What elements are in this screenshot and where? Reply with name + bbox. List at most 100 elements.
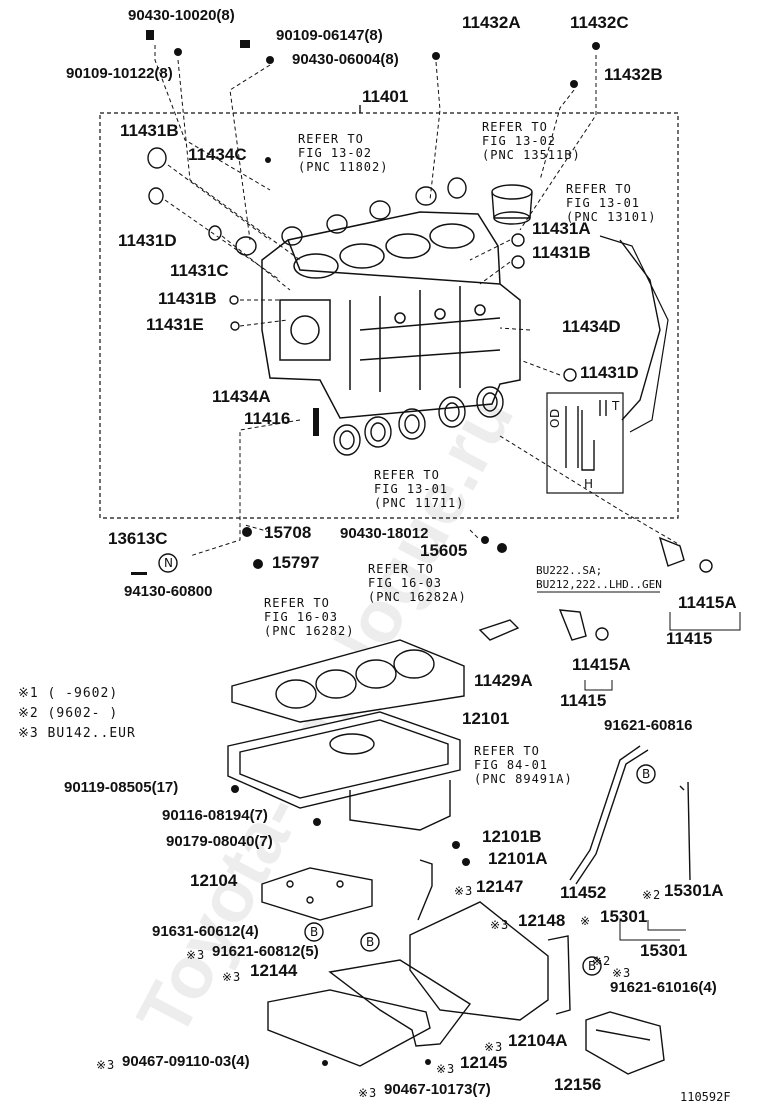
small-fasteners-drawing bbox=[131, 408, 507, 1066]
oil-strainer-drawing bbox=[585, 1011, 665, 1075]
part-label[interactable]: 11431B bbox=[532, 243, 591, 262]
part-label[interactable]: 90430-18012 bbox=[340, 525, 429, 542]
part-label[interactable]: 12101B bbox=[482, 827, 542, 846]
piston-drawing bbox=[491, 184, 533, 225]
part-label[interactable]: 15605 bbox=[420, 541, 468, 560]
part-label[interactable]: 11432B bbox=[604, 65, 663, 84]
part-label[interactable]: 94130-60800 bbox=[124, 583, 213, 600]
oil-jet-drawing bbox=[478, 536, 713, 641]
part-label[interactable]: 11431C bbox=[170, 261, 229, 280]
marker-b: B bbox=[642, 767, 651, 781]
marker-b: B bbox=[588, 959, 597, 973]
part-label[interactable]: 11415 bbox=[560, 691, 607, 710]
part-label[interactable]: 12156 bbox=[554, 1075, 602, 1094]
part-label[interactable]: 15708 bbox=[264, 523, 312, 542]
part-label[interactable]: 11429A bbox=[474, 671, 533, 690]
refer-line: REFER TO bbox=[368, 562, 434, 576]
part-label[interactable]: 90109-06147(8) bbox=[276, 27, 383, 44]
part-label[interactable]: 11416 bbox=[244, 409, 291, 428]
part-label[interactable]: 90467-10173(7) bbox=[384, 1081, 491, 1098]
top-bolts-drawing bbox=[146, 30, 600, 163]
refer-line: (PNC 13511B) bbox=[482, 148, 581, 162]
part-label[interactable]: 12145 bbox=[460, 1053, 508, 1072]
part-label[interactable]: 11434D bbox=[562, 317, 621, 336]
part-label[interactable]: 11431D bbox=[580, 363, 639, 382]
refer-note-2: REFER TO FIG 13-02 (PNC 13511B) bbox=[482, 120, 581, 162]
inset-h-label: H bbox=[584, 477, 594, 491]
footnote: ※1 ( -9602) bbox=[18, 686, 119, 701]
refer-line: FIG 16-03 bbox=[368, 576, 443, 590]
part-label[interactable]: 11431B bbox=[120, 121, 179, 140]
part-label[interactable]: 12148 bbox=[518, 911, 566, 930]
bracket-lines bbox=[537, 591, 741, 941]
plugs-drawing bbox=[147, 147, 577, 382]
bearing-detail-inset bbox=[546, 235, 669, 494]
part-label[interactable]: 15301A bbox=[664, 881, 724, 900]
part-label[interactable]: 11434C bbox=[188, 145, 247, 164]
part-label[interactable]: 11415A bbox=[572, 655, 631, 674]
marker-b: B bbox=[366, 935, 375, 949]
part-label[interactable]: 91621-60812(5) bbox=[212, 943, 319, 960]
refer-line: FIG 13-02 bbox=[298, 146, 373, 160]
part-label[interactable]: 12101A bbox=[488, 849, 548, 868]
part-label[interactable]: 91621-61016(4) bbox=[610, 979, 717, 996]
oil-pan-gasket-drawing bbox=[231, 639, 465, 723]
note-mark: ※3 bbox=[454, 884, 474, 898]
refer-note-5: REFER TO FIG 16-03 (PNC 16282A) bbox=[368, 562, 467, 604]
refer-line: REFER TO bbox=[298, 132, 364, 146]
inset-t-label: T bbox=[612, 399, 620, 413]
part-label[interactable]: 11434A bbox=[212, 387, 271, 406]
part-label[interactable]: 90430-10020(8) bbox=[128, 7, 235, 24]
part-label[interactable]: 11452 bbox=[560, 883, 607, 902]
part-label[interactable]: 12104A bbox=[508, 1031, 568, 1050]
refer-line: FIG 13-01 bbox=[566, 196, 641, 210]
note-mark: ※3 bbox=[96, 1058, 116, 1072]
refer-note-3: REFER TO FIG 13-01 (PNC 13101) bbox=[566, 182, 656, 224]
main-bearings-drawing bbox=[333, 386, 504, 456]
part-label[interactable]: 91631-60612(4) bbox=[152, 923, 259, 940]
footnote: ※2 (9602- ) bbox=[18, 706, 119, 721]
part-label[interactable]: 11401 bbox=[362, 87, 409, 106]
note-mark: ※3 bbox=[436, 1062, 456, 1076]
part-label[interactable]: 13613C bbox=[108, 529, 168, 548]
part-label[interactable]: 11415 bbox=[666, 629, 713, 648]
part-label[interactable]: 11431A bbox=[532, 219, 591, 238]
refer-note-7: REFER TO FIG 84-01 (PNC 89491A) bbox=[474, 744, 573, 786]
part-label[interactable]: 90116-08194(7) bbox=[162, 807, 268, 824]
part-label[interactable]: 11432A bbox=[462, 13, 521, 32]
part-label[interactable]: 15301 bbox=[600, 907, 648, 926]
part-label[interactable]: 90179-08040(7) bbox=[166, 833, 273, 850]
note-mark: ※3 bbox=[222, 970, 242, 984]
part-label[interactable]: 11431E bbox=[146, 315, 204, 334]
block-assembly-frame bbox=[99, 112, 679, 519]
part-label[interactable]: 12144 bbox=[250, 961, 298, 980]
part-label[interactable]: 11432C bbox=[570, 13, 629, 32]
inset-od-label: OD bbox=[548, 408, 562, 428]
note-mark: ※3 bbox=[490, 918, 510, 932]
diagram-code: 110592F bbox=[680, 1090, 731, 1104]
part-label[interactable]: 11431D bbox=[118, 231, 177, 250]
part-label[interactable]: 12104 bbox=[190, 871, 238, 890]
part-label[interactable]: 91621-60816 bbox=[604, 717, 693, 734]
refer-line: FIG 84-01 bbox=[474, 758, 549, 772]
refer-line: FIG 13-02 bbox=[482, 134, 557, 148]
under-covers-drawing bbox=[267, 859, 571, 1067]
part-label[interactable]: 11431B bbox=[158, 289, 217, 308]
part-label[interactable]: 90467-09110-03(4) bbox=[122, 1053, 250, 1070]
variant-line: BU212,222..LHD..GEN bbox=[536, 578, 662, 591]
refer-note-1: REFER TO FIG 13-02 (PNC 11802) bbox=[298, 132, 388, 174]
refer-note-4: REFER TO FIG 13-01 (PNC 11711) bbox=[374, 468, 464, 510]
part-label[interactable]: 12101 bbox=[462, 709, 510, 728]
part-label[interactable]: 15797 bbox=[272, 553, 320, 572]
note-mark: ※3 bbox=[186, 948, 206, 962]
circle-markers bbox=[158, 553, 656, 976]
baffle-plate-drawing bbox=[261, 867, 373, 921]
refer-line: (PNC 16282A) bbox=[368, 590, 467, 604]
part-label[interactable]: 90430-06004(8) bbox=[292, 51, 399, 68]
part-label[interactable]: 90119-08505(17) bbox=[64, 779, 179, 796]
refer-line: FIG 13-01 bbox=[374, 482, 449, 496]
part-label[interactable]: 15301 bbox=[640, 941, 688, 960]
part-label[interactable]: 11415A bbox=[678, 593, 737, 612]
part-label[interactable]: 90109-10122(8) bbox=[66, 65, 173, 82]
part-label[interactable]: 12147 bbox=[476, 877, 524, 896]
